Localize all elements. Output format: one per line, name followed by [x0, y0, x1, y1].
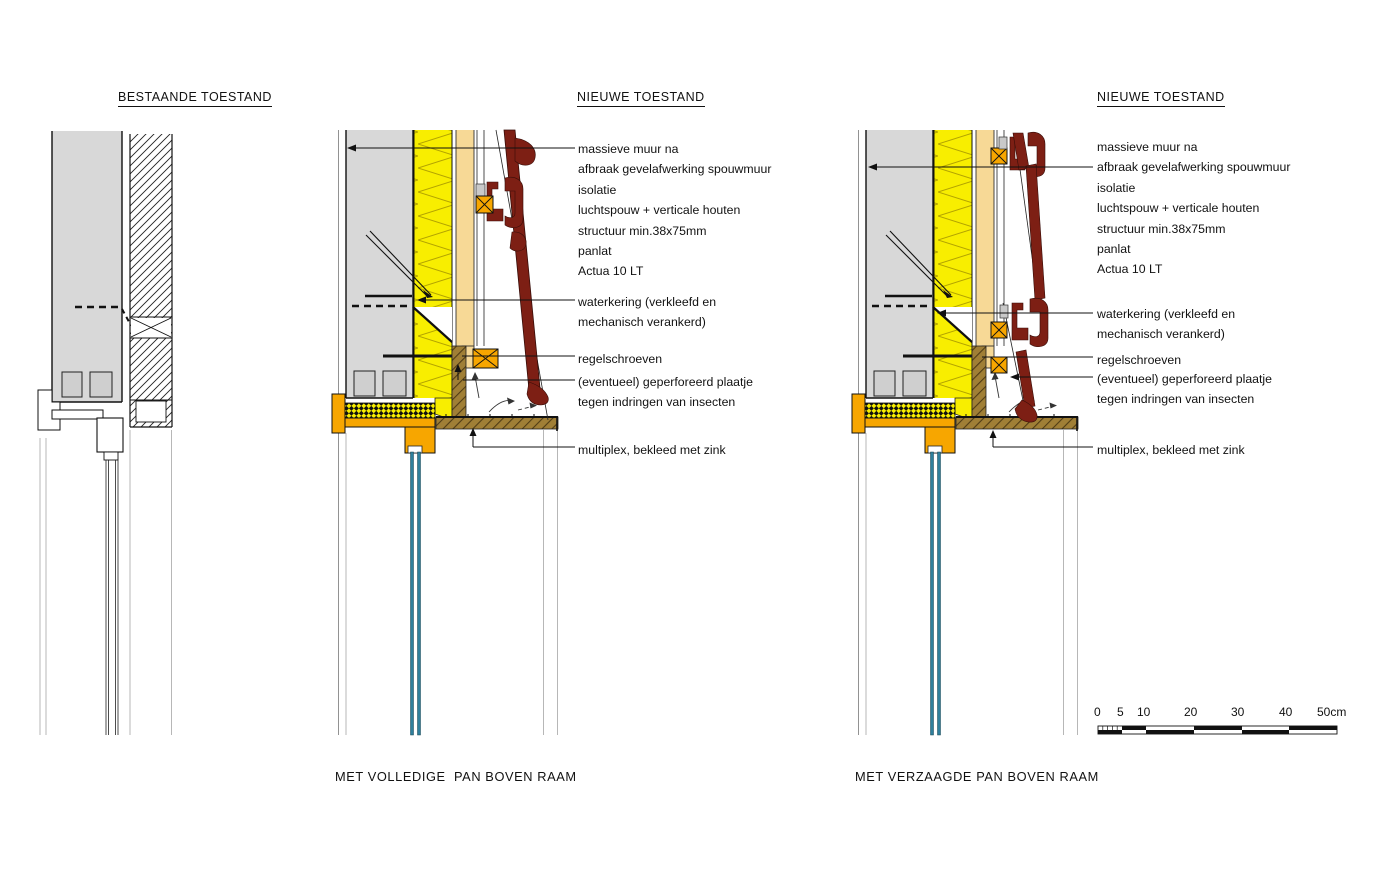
- annotation-line: structuur min.38x75mm: [578, 223, 707, 238]
- roof-tile-pan-sawn: [1015, 349, 1036, 409]
- roof-tile-pan-upper: [1025, 163, 1046, 301]
- annotation-line: waterkering (verkleefd en: [1097, 307, 1236, 321]
- annotation-wall-stack: massieve muur na afbraak gevelafwerking …: [578, 139, 771, 282]
- annotation-line: afbraak gevelafwerking spouwmuur: [1097, 160, 1291, 175]
- annotation-waterkering: waterkering (verkleefd en mechanisch ver…: [1097, 304, 1235, 345]
- roof-tile-pan: [503, 129, 541, 391]
- annotation-line: panlat: [578, 244, 612, 259]
- scale-label-5: 5: [1117, 705, 1124, 719]
- annotation-line: structuur min.38x75mm: [1097, 221, 1226, 236]
- annotation-line: waterkering (verkleefd en: [578, 295, 717, 309]
- annotation-line: tegen indringen van insecten: [1097, 392, 1255, 407]
- annotation-line: massieve muur na: [1097, 140, 1198, 154]
- annotation-line: (eventueel) geperforeerd plaatje: [1097, 372, 1273, 386]
- caption-sawn-pan: MET VERZAAGDE PAN BOVEN RAAM: [855, 769, 1099, 784]
- annotation-line: isolatie: [578, 182, 617, 197]
- scale-label-50cm: 50cm: [1317, 705, 1347, 719]
- annotation-line: mechanisch verankerd): [1097, 327, 1225, 342]
- annotation-line: afbraak gevelafwerking spouwmuur: [578, 162, 772, 177]
- existing-condition-drawing: [37, 131, 173, 735]
- annotation-line: luchtspouw + verticale houten: [578, 203, 741, 218]
- annotation-multiplex: multiplex, bekleed met zink: [1097, 443, 1245, 457]
- scale-label-0: 0: [1094, 705, 1101, 719]
- panel-title-existing: BESTAANDE TOESTAND: [118, 90, 272, 107]
- annotation-line: (eventueel) geperforeerd plaatje: [578, 375, 754, 389]
- annotation-waterkering: waterkering (verkleefd en mechanisch ver…: [578, 292, 716, 333]
- annotation-line: Actua 10 LT: [1097, 262, 1163, 277]
- sawn-pan-tile-assembly: [990, 131, 1049, 423]
- annotation-line: isolatie: [1097, 180, 1136, 195]
- leader-lines-sawn-pan: [873, 166, 1093, 448]
- panel-title-new-full: NIEUWE TOESTAND: [577, 90, 705, 107]
- caption-full-pan: MET VOLLEDIGE PAN BOVEN RAAM: [335, 769, 577, 784]
- annotation-insect-plate: (eventueel) geperforeerd plaatje tegen i…: [1097, 369, 1272, 410]
- full-pan-tile-assembly: [472, 129, 549, 421]
- sill-flashing: [37, 389, 61, 431]
- window-frame-head: [96, 417, 124, 453]
- annotation-regelschroeven: regelschroeven: [1097, 353, 1182, 367]
- annotation-insect-plate: (eventueel) geperforeerd plaatje tegen i…: [578, 372, 753, 413]
- panel-title-new-sawn: NIEUWE TOESTAND: [1097, 90, 1225, 107]
- scale-label-20: 20: [1184, 705, 1198, 719]
- annotation-line: panlat: [1097, 242, 1131, 257]
- annotation-line: tegen indringen van insecten: [578, 395, 736, 410]
- scale-label-40: 40: [1279, 705, 1293, 719]
- scale-label-10: 10: [1137, 705, 1151, 719]
- new-condition-sawn-pan-section: [850, 128, 1080, 737]
- annotation-regelschroeven: regelschroeven: [578, 352, 663, 366]
- leader-lines-full-pan: [352, 147, 575, 448]
- scale-label-30: 30: [1231, 705, 1245, 719]
- inner-masonry-wall: [52, 131, 122, 402]
- annotation-wall-stack: massieve muur na afbraak gevelafwerking …: [1097, 137, 1290, 280]
- annotation-line: massieve muur na: [578, 142, 679, 156]
- outer-brick-leaf: [130, 134, 172, 427]
- annotation-line: Actua 10 LT: [578, 264, 644, 279]
- annotation-multiplex: multiplex, bekleed met zink: [578, 443, 726, 457]
- annotation-line: luchtspouw + verticale houten: [1097, 201, 1260, 216]
- annotation-line: mechanisch verankerd): [578, 315, 706, 330]
- scale-bar: [1097, 725, 1338, 735]
